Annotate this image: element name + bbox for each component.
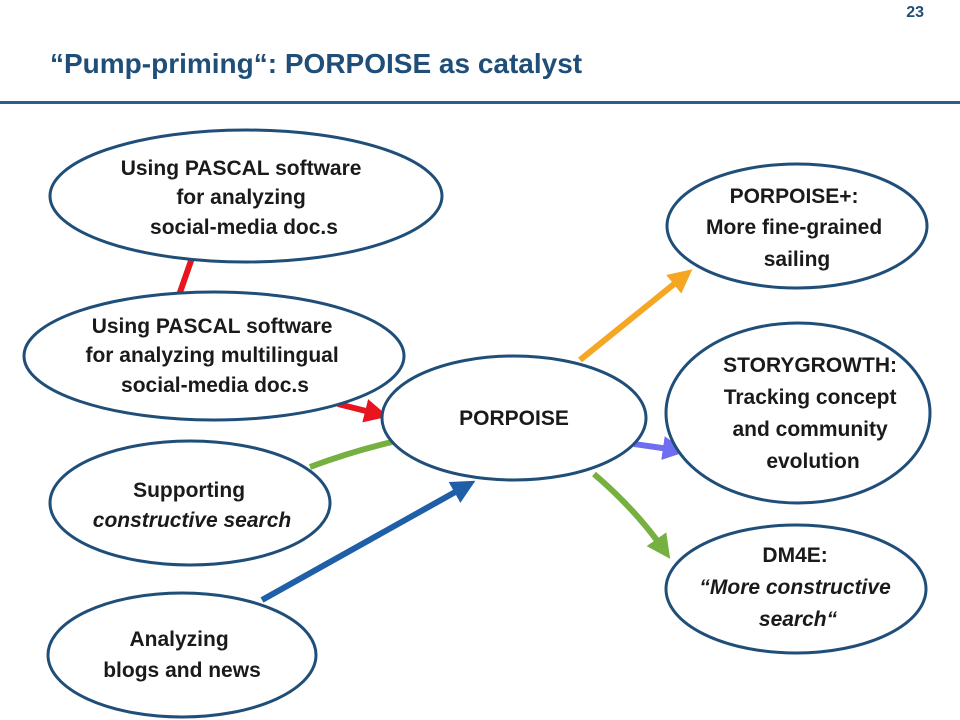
svg-text:Using PASCAL software fo: Using PASCAL software for analyzing mult…	[85, 315, 344, 397]
title-divider	[0, 101, 960, 104]
node-porpoise: PORPOISE	[380, 354, 648, 482]
node-dm4e-line-1: DM4E:	[762, 544, 827, 567]
node-multilingual-line-2: for analyzing multilingual	[85, 344, 338, 367]
node-blogs-line-2: blogs and news	[103, 659, 261, 682]
svg-text:Analyzing blogs and news: Analyzing blogs and news	[103, 628, 261, 682]
arrow-constructive-to-porpoise	[308, 439, 393, 470]
svg-text:Supporting constructive: Supporting constructive search	[93, 479, 291, 532]
node-social-media-analysis: Using PASCAL software for analyzing soci…	[48, 128, 444, 264]
node-storygrowth-line-4: evolution	[766, 450, 859, 473]
node-social-line-3: social-media doc.s	[150, 216, 338, 239]
node-porpoise-plus-line-2: More fine-grained	[706, 216, 882, 239]
node-multilingual-analysis: Using PASCAL software for analyzing mult…	[22, 290, 406, 422]
node-blogs-line-1: Analyzing	[129, 628, 228, 651]
page-number: 23	[906, 4, 924, 21]
node-storygrowth-line-2: Tracking concept	[724, 386, 897, 409]
node-storygrowth-line-1: STORYGROWTH:	[723, 354, 897, 377]
node-multilingual-line-3: social-media doc.s	[121, 374, 309, 397]
svg-text:DM4E: “More constructive: DM4E: “More constructive search“	[699, 544, 896, 631]
node-social-line-2: for analyzing	[176, 186, 306, 209]
svg-text:PORPOISE+: More fine-gra: PORPOISE+: More fine-grained sailing	[706, 185, 888, 271]
node-porpoise-plus: PORPOISE+: More fine-grained sailing	[665, 162, 929, 290]
node-dm4e-line-2: “More constructive	[699, 576, 891, 599]
node-porpoise-plus-line-3: sailing	[764, 248, 831, 271]
node-dm4e-line-3: search“	[759, 608, 838, 631]
node-constructive-line-1: Supporting	[133, 479, 245, 502]
node-constructive-line-2: constructive search	[93, 509, 291, 532]
arrow-multilingual-to-porpoise	[337, 399, 389, 423]
slide-title: “Pump-priming“: PORPOISE as catalyst	[50, 48, 583, 79]
svg-text:Using PASCAL software fo: Using PASCAL software for analyzing soci…	[121, 157, 368, 239]
node-multilingual-line-1: Using PASCAL software	[92, 315, 333, 338]
node-blogs-news: Analyzing blogs and news	[46, 591, 318, 719]
node-storygrowth: STORYGROWTH: Tracking concept and commun…	[664, 321, 932, 505]
arrow-porpoise-to-porpoise-plus	[578, 269, 693, 363]
node-storygrowth-line-3: and community	[732, 418, 888, 441]
arrow-social-to-multilingual	[175, 257, 195, 299]
arrow-porpoise-to-dm4e	[592, 471, 671, 559]
node-constructive-search: Supporting constructive search	[48, 439, 332, 567]
node-social-line-1: Using PASCAL software	[121, 157, 362, 180]
svg-text:STORYGROWTH: Tracking co: STORYGROWTH: Tracking concept and commun…	[723, 354, 903, 473]
node-dm4e: DM4E: “More constructive search“	[664, 523, 928, 655]
arrow-porpoise-to-storygrowth	[633, 436, 687, 461]
svg-text:PORPOISE: PORPOISE	[459, 407, 569, 430]
arrow-blogs-to-porpoise	[260, 480, 476, 603]
node-porpoise-label: PORPOISE	[459, 407, 569, 430]
node-porpoise-plus-line-1: PORPOISE+:	[730, 185, 859, 208]
